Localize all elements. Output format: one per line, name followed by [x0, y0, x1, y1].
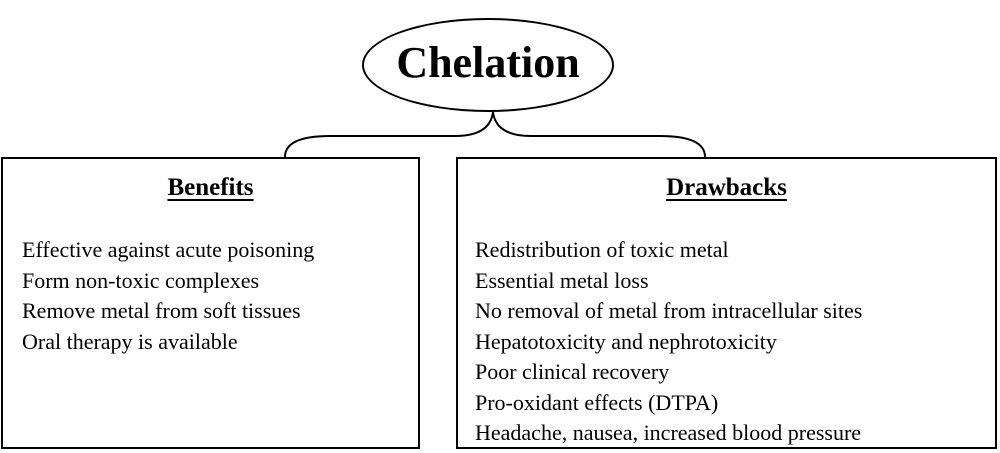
drawback-item: Headache, nausea, increased blood pressu…	[475, 420, 862, 445]
diagram-title: Chelation	[396, 38, 580, 87]
drawbacks-heading: Drawbacks	[666, 174, 787, 201]
benefits-panel: Benefits Effective against acute poisoni…	[1, 157, 420, 449]
benefit-item: Form non-toxic complexes	[22, 267, 260, 293]
drawback-item: Poor clinical recovery	[475, 359, 670, 384]
drawback-item: Hepatotoxicity and nephrotoxicity	[475, 328, 777, 354]
benefit-item: Oral therapy is available	[22, 328, 238, 354]
drawback-item: Essential metal loss	[475, 267, 649, 293]
drawback-item: Redistribution of toxic metal	[475, 237, 729, 262]
drawbacks-panel: Drawbacks Redistribution of toxic metal …	[456, 157, 997, 449]
benefits-heading: Benefits	[167, 174, 254, 201]
drawbacks-list: Redistribution of toxic metal Essential …	[475, 235, 862, 449]
title-oval: Chelation	[362, 18, 614, 112]
benefits-list: Effective against acute poisoning Form n…	[22, 235, 314, 357]
drawback-item: No removal of metal from intracellular s…	[475, 298, 863, 323]
drawback-item: Pro-oxidant effects (DTPA)	[475, 389, 719, 415]
benefit-item: Effective against acute poisoning	[22, 237, 315, 262]
benefit-item: Remove metal from soft tissues	[22, 298, 301, 323]
